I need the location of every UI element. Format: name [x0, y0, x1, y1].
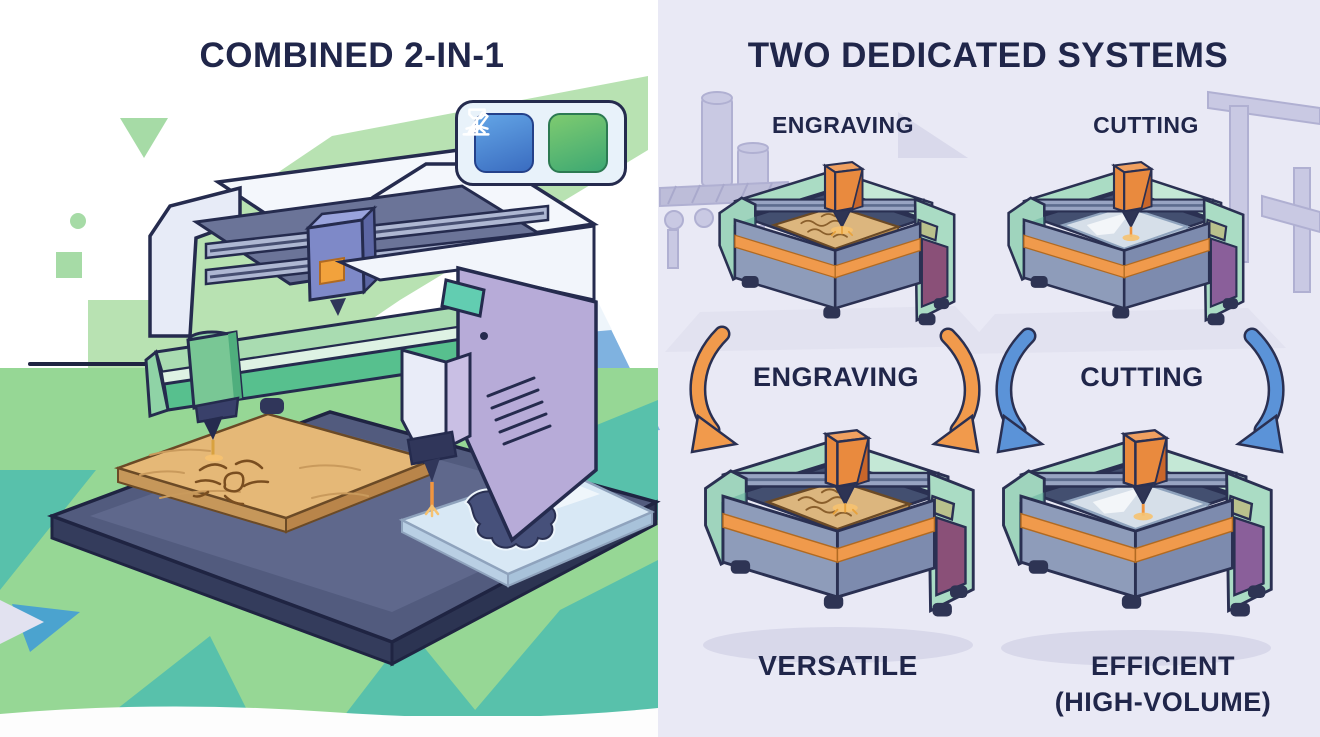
dot-deco	[70, 213, 86, 229]
shadow-bottom-cutter	[1001, 630, 1271, 666]
green-crossbar	[144, 292, 554, 419]
efficient-line2: (HIGH-VOLUME)	[1054, 687, 1272, 717]
tool-carriage	[304, 205, 378, 316]
left-panel-title: COMBINED 2-IN-1	[199, 36, 505, 75]
capability-badge	[455, 100, 627, 186]
right-panel-background	[658, 0, 1320, 737]
platform-top-cutter	[960, 308, 1286, 354]
arrow-down-right-orange-icon	[930, 327, 981, 454]
shadow-bottom-engraver	[703, 627, 973, 663]
status-screen	[440, 278, 486, 318]
vent-slots-icon	[486, 376, 552, 446]
arrow-down-left-orange-icon	[689, 325, 740, 454]
square-deco	[56, 252, 82, 278]
flow-label-cutting: CUTTING	[1080, 362, 1204, 392]
result-label-efficient: EFFICIENT (HIGH-VOLUME)	[1055, 648, 1271, 720]
top-label-engraving: ENGRAVING	[771, 112, 915, 138]
orange-button	[319, 256, 345, 286]
arrow-down-left-blue-icon	[995, 327, 1046, 454]
platform-top-engraver	[665, 306, 992, 352]
machine-right-body	[334, 224, 598, 543]
cutting-leg	[400, 348, 472, 518]
cutting-pen-icon	[462, 111, 608, 173]
background-wedge	[898, 112, 968, 158]
bottom-wave-strip	[0, 706, 658, 737]
wood-board	[113, 412, 436, 534]
laser-head	[186, 330, 244, 462]
top-label-cutting: CUTTING	[1093, 112, 1199, 138]
triangle-deco	[120, 118, 168, 158]
flow-label-engraving: ENGRAVING	[752, 362, 920, 392]
right-panel-title: TWO DEDICATED SYSTEMS	[747, 36, 1229, 75]
result-label-versatile: VERSATILE	[758, 650, 918, 681]
efficient-line1: EFFICIENT	[1090, 651, 1235, 681]
cutting-flow-arrows	[995, 327, 1285, 454]
engraving-flow-arrows	[689, 325, 981, 454]
arrow-down-right-blue-icon	[1234, 327, 1285, 454]
badge-connector-line	[371, 162, 455, 200]
leaf-engraving	[192, 459, 270, 506]
